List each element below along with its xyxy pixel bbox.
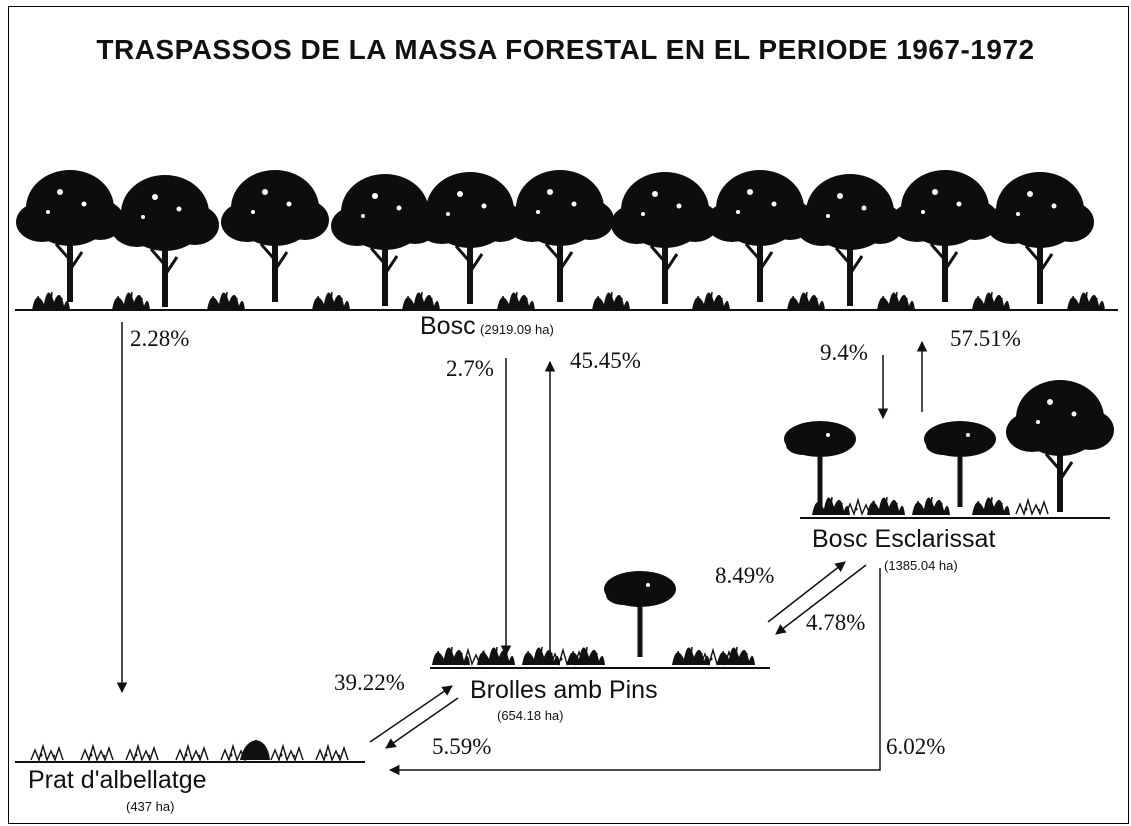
arrow-brolles-to-prat	[385, 697, 459, 749]
diagram-title: TRASPASSOS DE LA MASSA FORESTAL EN EL PE…	[96, 34, 1035, 65]
node-bosc-area: (2919.09 ha)	[480, 322, 554, 337]
arrow-prat-to-brolles	[369, 685, 453, 743]
node-prat-area: (437 ha)	[126, 799, 175, 814]
flow-label-brolles-to-bosc: 45.45%	[570, 348, 641, 373]
node-bosc-esclarissat-name: Bosc Esclarissat	[812, 525, 996, 553]
bosc-forest-illustration	[14, 168, 1118, 311]
flow-label-esclarissat-to-bosc: 57.51%	[950, 326, 1021, 351]
flow-label-esclarissat-to-brolles: 4.78%	[806, 610, 866, 635]
node-bosc: Bosc (2919.09 ha)	[420, 312, 554, 341]
flow-label-prat-to-brolles: 39.22%	[334, 670, 405, 695]
flow-label-bosc-to-esclarissat: 9.4%	[820, 340, 868, 365]
prat-illustration	[15, 740, 365, 763]
flow-label-brolles-to-esclarissat: 8.49%	[715, 563, 775, 588]
diagram-frame	[8, 6, 1129, 824]
flow-label-bosc-to-brolles: 2.7%	[446, 356, 494, 381]
node-brolles-name: Brolles amb Pins	[470, 676, 658, 704]
node-bosc-esclarissat-area: (1385.04 ha)	[884, 558, 958, 573]
arrow-esclarissat-to-brolles	[775, 564, 867, 635]
node-bosc-name: Bosc	[420, 312, 476, 340]
flow-label-esclarissat-to-prat: 6.02%	[886, 734, 946, 759]
flow-label-brolles-to-prat: 5.59%	[432, 734, 492, 759]
arrow-brolles-to-esclarissat	[767, 561, 846, 623]
brolles-illustration	[430, 571, 770, 669]
node-brolles-area: (654.18 ha)	[497, 708, 564, 723]
flow-label-bosc-to-prat: 2.28%	[130, 326, 190, 351]
node-prat-name: Prat d'albellatge	[28, 766, 207, 794]
arrow-esclarissat-to-prat	[388, 568, 881, 776]
bosc-esclarissat-illustration	[784, 378, 1116, 519]
flow-arrows	[116, 322, 928, 776]
